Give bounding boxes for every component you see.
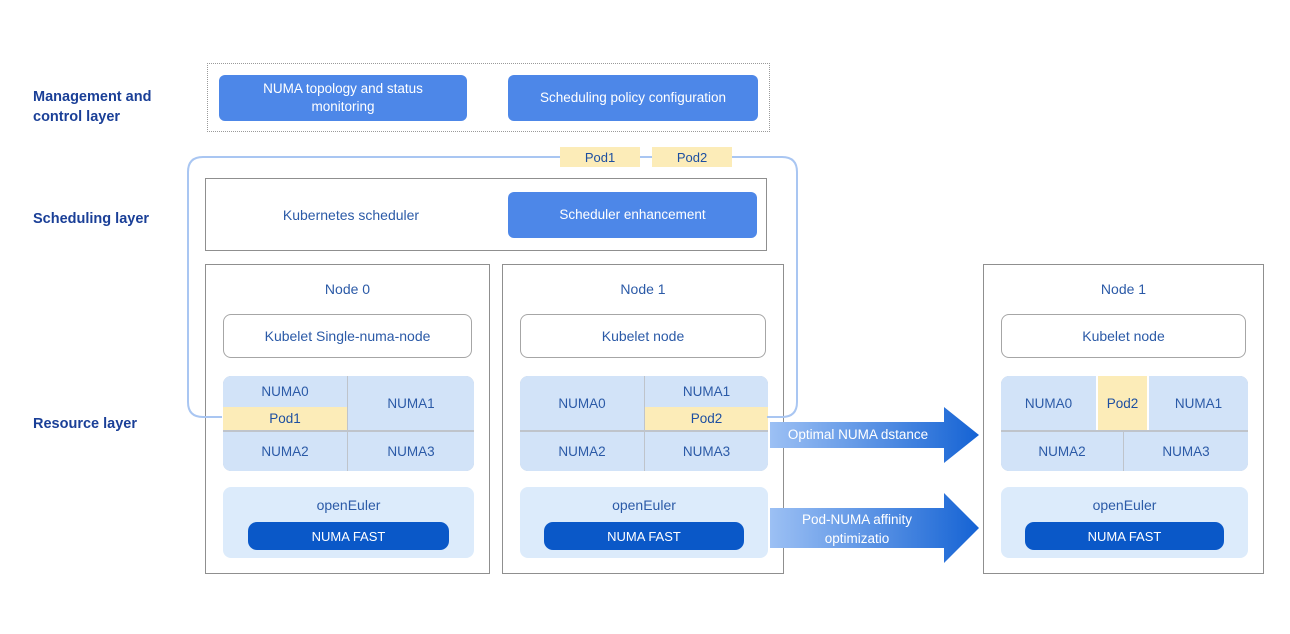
- node-1-right-numa-fast-block: NUMA FAST: [1025, 522, 1224, 550]
- pod1-badge: Pod1: [560, 147, 640, 167]
- node-0-numa3-cell: NUMA3: [348, 432, 474, 471]
- node-1-middle-numa-fast-block: NUMA FAST: [544, 522, 744, 550]
- node-1-middle-openeuler-panel: openEuler NUMA FAST: [520, 487, 768, 558]
- scheduler-enhancement-block: Scheduler enhancement: [508, 192, 757, 238]
- management-layer-label: Management and control layer: [33, 89, 152, 125]
- node-1-middle-numa3-cell: NUMA3: [645, 432, 768, 471]
- node-1-right: Node 1 Kubelet node NUMA0 Pod2 NUMA1 NUM…: [983, 264, 1264, 574]
- node-1-right-openeuler-label: openEuler: [1092, 497, 1157, 513]
- kubernetes-scheduler-label: Kubernetes scheduler: [282, 206, 420, 223]
- node-0-numa-grid: NUMA0 Pod1 NUMA1 NUMA2 NUMA3: [223, 376, 474, 471]
- node-0-numa0-cell: NUMA0: [223, 376, 347, 407]
- node-1-right-openeuler-panel: openEuler NUMA FAST: [1001, 487, 1248, 558]
- node-0-numa1-cell: NUMA1: [348, 376, 474, 430]
- scheduling-policy-configuration-block: Scheduling policy configuration: [508, 75, 758, 121]
- node-0-title: Node 0: [324, 281, 371, 297]
- node-0: Node 0 Kubelet Single-numa-node NUMA0 Po…: [205, 264, 490, 574]
- node-1-middle-title: Node 1: [620, 281, 666, 297]
- node-0-numa-fast-block: NUMA FAST: [248, 522, 449, 550]
- node-0-numa2-cell: NUMA2: [223, 432, 347, 471]
- node-1-middle: Node 1 Kubelet node NUMA0 NUMA1 Pod2 NUM…: [502, 264, 784, 574]
- node-1-middle-numa1-cell: NUMA1: [645, 376, 768, 407]
- node-1-right-numa2-cell: NUMA2: [1001, 432, 1123, 471]
- node-1-right-numa0-cell: NUMA0: [1001, 376, 1096, 430]
- node-1-right-numa1-cell: NUMA1: [1149, 376, 1248, 430]
- node-0-openeuler-label: openEuler: [316, 497, 381, 513]
- node-1-right-numa-grid: NUMA0 Pod2 NUMA1 NUMA2 NUMA3: [1001, 376, 1248, 471]
- resource-layer-label: Resource layer: [33, 416, 137, 432]
- node-1-right-numa3-cell: NUMA3: [1124, 432, 1248, 471]
- numa-topology-monitoring-label: NUMA topology and status monitoring: [263, 81, 423, 114]
- scheduling-layer-label: Scheduling layer: [33, 211, 150, 227]
- node-0-pod1-strip: Pod1: [223, 407, 347, 430]
- node-1-middle-numa0-cell: NUMA0: [520, 376, 644, 430]
- node-1-middle-numa-grid: NUMA0 NUMA1 Pod2 NUMA2 NUMA3: [520, 376, 768, 471]
- node-1-middle-pod2-strip: Pod2: [645, 407, 768, 430]
- pod2-badge: Pod2: [652, 147, 732, 167]
- node-1-right-title: Node 1: [1100, 281, 1147, 297]
- node-1-right-pod2-cell: Pod2: [1096, 376, 1149, 430]
- node-0-kubelet-box: Kubelet Single-numa-node: [223, 314, 472, 358]
- numa-topology-monitoring-block: NUMA topology and status monitoring: [219, 75, 467, 121]
- node-1-middle-numa2-cell: NUMA2: [520, 432, 644, 471]
- node-1-middle-kubelet-box: Kubelet node: [520, 314, 766, 358]
- scheduling-layer-box: Kubernetes scheduler Scheduler enhanceme…: [205, 178, 767, 251]
- management-layer-container: [207, 63, 770, 132]
- optimal-numa-distance-arrow-label: Optimal NUMA dstance: [787, 427, 929, 442]
- node-0-openeuler-panel: openEuler NUMA FAST: [223, 487, 474, 558]
- node-1-middle-openeuler-label: openEuler: [612, 497, 676, 513]
- pod-numa-affinity-arrow-label: Pod-NUMA affinity optimizatio: [801, 512, 913, 546]
- node-1-right-kubelet-box: Kubelet node: [1001, 314, 1246, 358]
